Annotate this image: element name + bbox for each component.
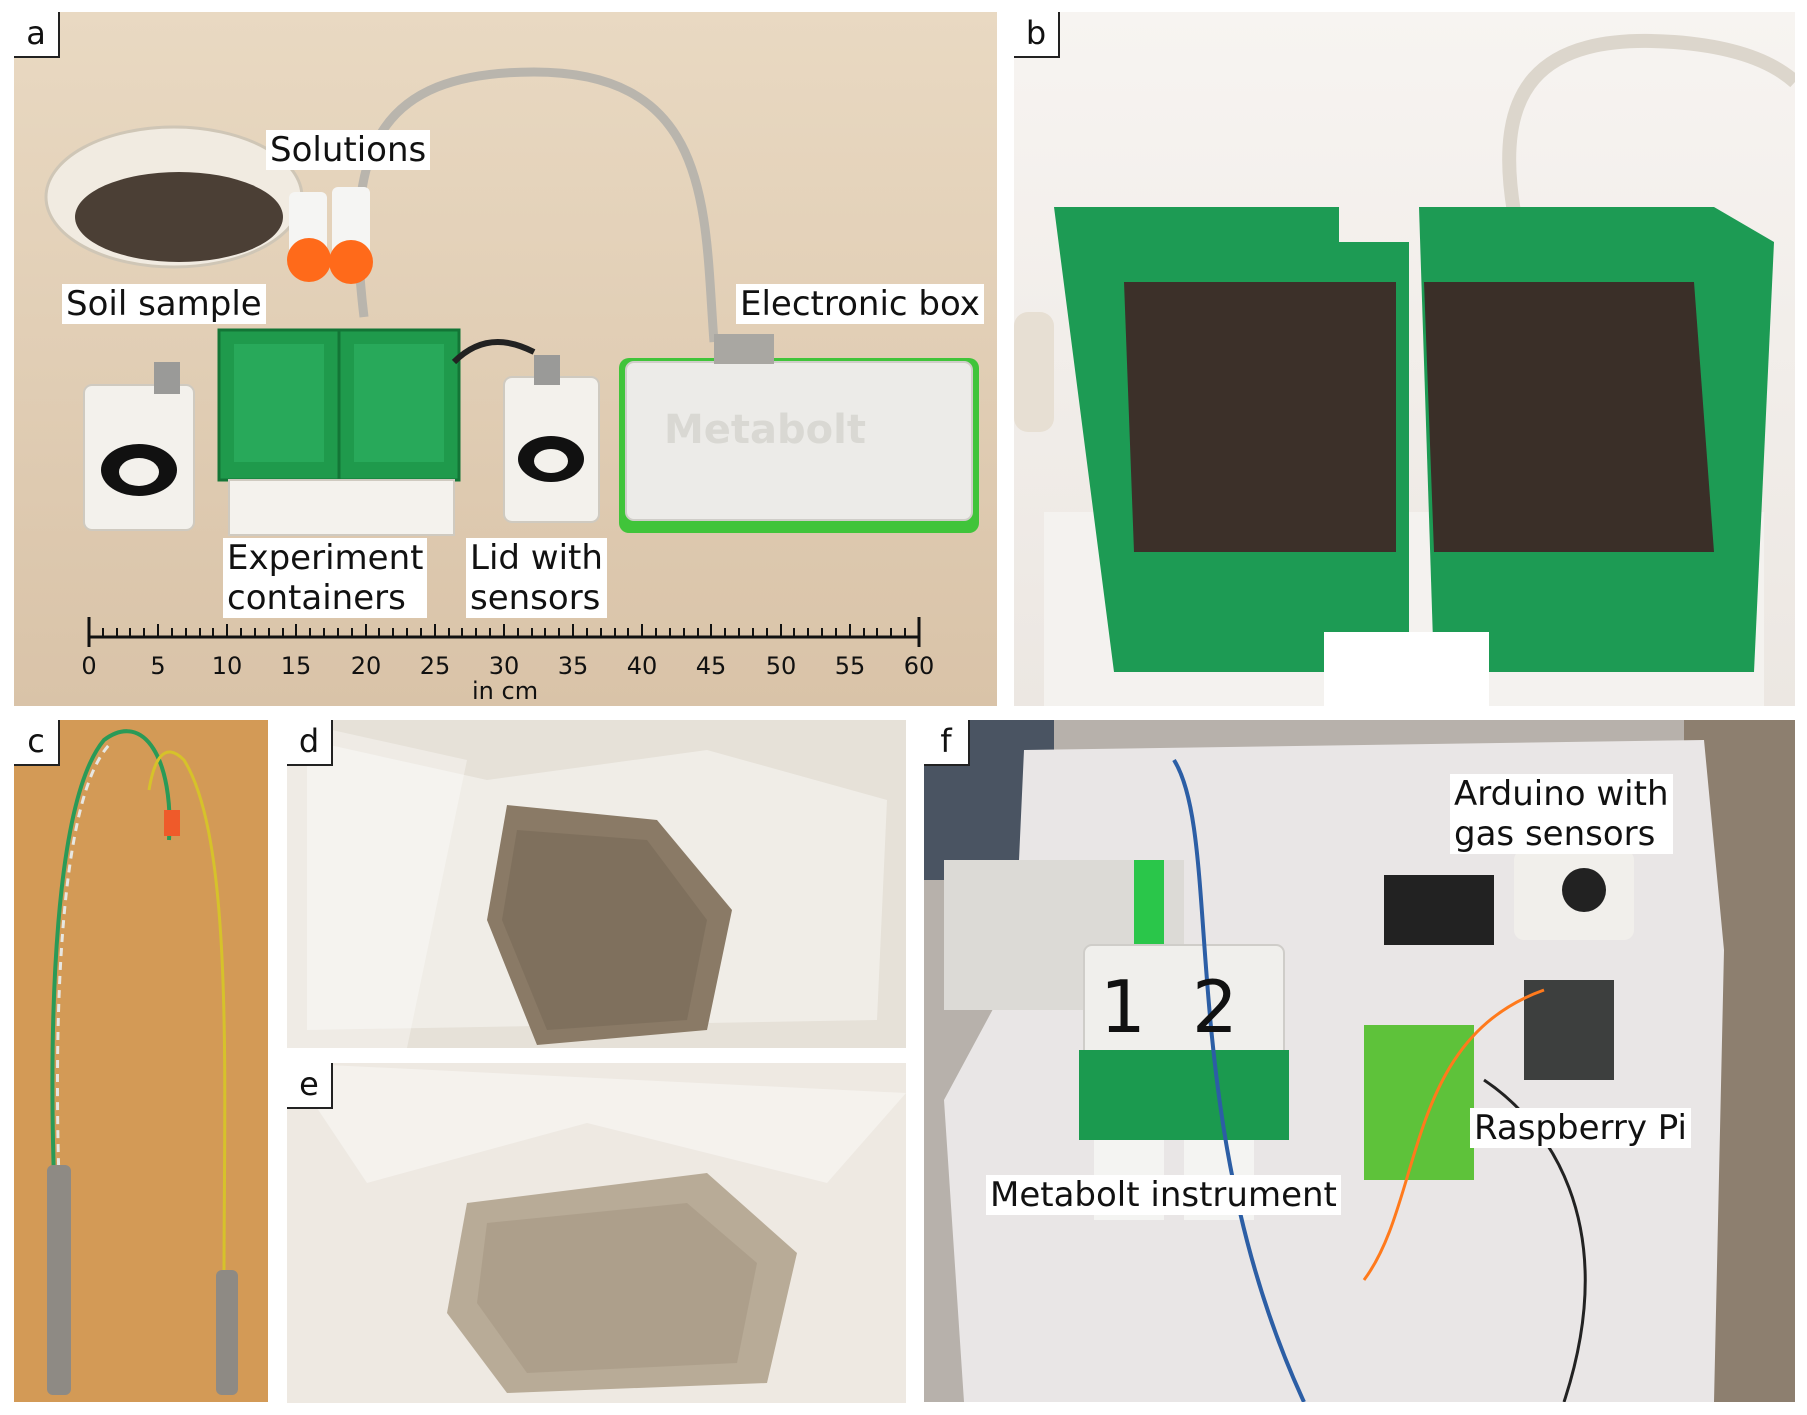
panel-c: c xyxy=(14,720,268,1402)
panel-d-letter: d xyxy=(287,720,333,766)
label-experiment-containers: Experiment containers xyxy=(223,538,428,618)
label-electronic-box: Electronic box xyxy=(736,284,984,324)
ruler-tick-label: 30 xyxy=(488,652,520,680)
number-two: 2 xyxy=(1192,965,1238,1049)
ruler-tick-label: 40 xyxy=(626,652,658,680)
ruler-tick-label: 15 xyxy=(280,652,312,680)
label-metabolt-instrument: Metabolt instrument xyxy=(986,1175,1341,1215)
panel-c-letter: c xyxy=(14,720,60,766)
label-solutions: Solutions xyxy=(266,130,431,170)
label-raspberry-pi: Raspberry Pi xyxy=(1470,1108,1691,1148)
label-soil-sample: Soil sample xyxy=(62,284,266,324)
panel-f-letter: f xyxy=(924,720,970,766)
box-engraving: Metabolt xyxy=(664,407,866,453)
ruler-tick-label: 10 xyxy=(211,652,243,680)
label-lid-with-sensors: Lid with sensors xyxy=(466,538,607,618)
panel-a: a Solutions Soil sample Electronic box E… xyxy=(14,12,997,706)
panel-a-letter: a xyxy=(14,12,60,58)
panel-c-photo xyxy=(14,720,268,1402)
label-arduino-with-gas-sensors: Arduino with gas sensors xyxy=(1450,774,1673,854)
panel-f: f 1 2 Arduino with gas sensors Raspberry… xyxy=(924,720,1795,1402)
panel-b-letter: b xyxy=(1014,12,1060,58)
panel-d-photo xyxy=(287,720,906,1048)
ruler-unit-label: in cm xyxy=(472,677,539,705)
ruler-tick-label: 50 xyxy=(765,652,797,680)
ruler-tick-label: 5 xyxy=(150,652,166,680)
ruler-tick-label: 35 xyxy=(557,652,589,680)
ruler-tick-label: 60 xyxy=(903,652,935,680)
ruler-tick-label: 20 xyxy=(350,652,382,680)
panel-e: e xyxy=(287,1063,906,1403)
panel-e-letter: e xyxy=(287,1063,333,1109)
ruler-tick-label: 25 xyxy=(419,652,451,680)
ruler-tick-label: 0 xyxy=(81,652,97,680)
panel-d: d xyxy=(287,720,906,1048)
panel-b-photo xyxy=(1014,12,1795,706)
panel-e-photo xyxy=(287,1063,906,1403)
number-one: 1 xyxy=(1100,965,1146,1049)
ruler-tick-label: 45 xyxy=(695,652,727,680)
panel-b: b xyxy=(1014,12,1795,706)
ruler-tick-label: 55 xyxy=(834,652,866,680)
